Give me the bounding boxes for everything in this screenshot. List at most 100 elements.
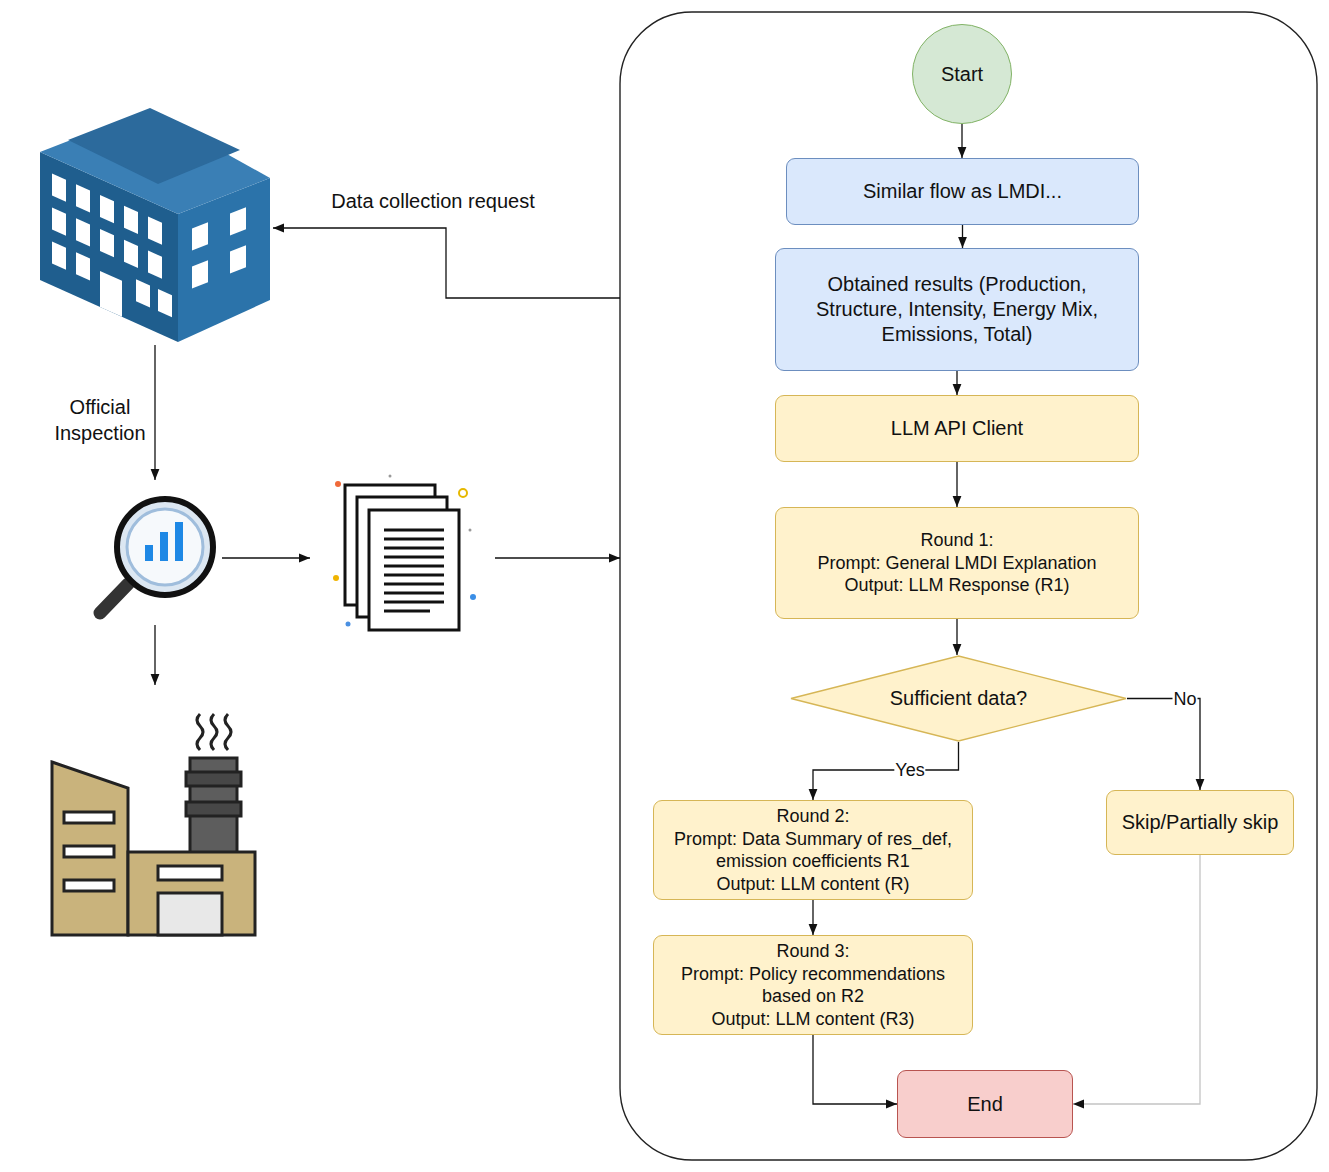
flow-connector (956, 462, 957, 507)
window (52, 241, 66, 269)
flow-connector (962, 225, 963, 248)
round-box: Round 3:Prompt: Policy recommendations b… (653, 935, 973, 1035)
sparkle (469, 529, 472, 532)
chimney-band (186, 772, 241, 786)
result-box: Obtained results (Production, Structure,… (775, 248, 1139, 371)
chart-bar (160, 532, 168, 561)
sparkle (333, 575, 339, 581)
smoke (225, 714, 231, 750)
decision-diamond: Sufficient data? (790, 655, 1127, 742)
magnifier-handle (100, 584, 128, 613)
page (369, 510, 459, 630)
magnifier-rim (117, 499, 213, 595)
smoke (211, 714, 217, 750)
window (148, 251, 162, 279)
round-box: Round 2:Prompt: Data Summary of res_def,… (653, 800, 973, 900)
documents-icon (333, 475, 476, 631)
door (100, 271, 122, 317)
node-text: Output: LLM content (R3) (711, 1008, 914, 1031)
process-box: LLM API Client (775, 395, 1139, 462)
node-text: Output: LLM content (R) (716, 873, 909, 896)
node-text: End (967, 1092, 1003, 1117)
factory-window (64, 880, 114, 891)
chart-bar (145, 545, 153, 561)
chimney-band (186, 802, 241, 816)
window (230, 245, 246, 273)
sparkle (335, 481, 341, 487)
node-text: Sufficient data? (890, 686, 1028, 711)
node-text: LLM API Client (891, 416, 1023, 441)
sparkle (459, 489, 467, 497)
sparkle (389, 475, 392, 478)
flow-connector (812, 900, 813, 935)
window (76, 252, 90, 280)
factory-window (64, 846, 114, 857)
flow-arrow (495, 557, 620, 558)
factory-tower (52, 762, 128, 935)
end-terminal: End (897, 1070, 1073, 1138)
factory-door (158, 893, 222, 935)
window (158, 289, 172, 317)
request-arrow (273, 228, 620, 298)
inspection-arrow (154, 345, 155, 480)
window (124, 206, 138, 234)
node-text: Skip/Partially skip (1122, 810, 1279, 835)
window (76, 218, 90, 246)
smoke (197, 714, 203, 750)
diamond-shape (791, 656, 1126, 741)
chart-bar (175, 522, 183, 561)
flow-connector (1127, 699, 1200, 791)
flow-arrow (154, 625, 155, 685)
sparkle (346, 622, 351, 627)
flow-connector (956, 619, 957, 655)
window (52, 173, 66, 201)
node-text: Output: LLM Response (R1) (844, 574, 1069, 597)
window (52, 207, 66, 235)
sparkle (470, 594, 476, 600)
arrow-label: Data collection request (300, 188, 566, 214)
node-text: Prompt: General LMDI Explanation (817, 552, 1096, 575)
flow-connector (813, 742, 959, 800)
inspection-magnifier-icon (100, 499, 213, 613)
node-text: Start (941, 62, 983, 87)
building-windows-front (52, 173, 172, 339)
node-text: Prompt: Policy recommendations based on … (658, 963, 968, 1008)
magnifier-lens (127, 509, 203, 585)
window (230, 207, 246, 235)
window (76, 184, 90, 212)
edge-label: No (1172, 689, 1197, 709)
office-building-icon (40, 108, 270, 342)
arrow-label: Official Inspection (40, 394, 160, 446)
node-heading: Round 1: (920, 529, 993, 552)
building-roof-block (68, 108, 240, 184)
factory-hall (128, 852, 255, 935)
flow-connector (813, 1035, 897, 1104)
node-text: Similar flow as LMDI... (863, 179, 1062, 204)
process-box: Similar flow as LMDI... (786, 158, 1139, 225)
window (124, 240, 138, 268)
factory-icon (52, 714, 255, 935)
edge-label: Yes (894, 760, 925, 780)
process-container (620, 12, 1317, 1160)
skip-box: Skip/Partially skip (1106, 790, 1294, 855)
flow-arrow (222, 557, 310, 558)
building-windows-side (192, 207, 246, 288)
window (148, 217, 162, 245)
round-box: Round 1:Prompt: General LMDI Explanation… (775, 507, 1139, 619)
window (100, 229, 114, 257)
factory-window (158, 866, 222, 880)
text-lines (384, 530, 444, 611)
window (192, 260, 208, 288)
window (192, 222, 208, 250)
start-terminal: Start (912, 24, 1012, 124)
node-text: Obtained results (Production, Structure,… (793, 272, 1121, 347)
node-heading: Round 2: (776, 805, 849, 828)
window (136, 279, 150, 307)
window (100, 195, 114, 223)
factory-window (64, 812, 114, 823)
node-heading: Round 3: (776, 940, 849, 963)
flow-connector (1073, 855, 1200, 1104)
flow-connector (961, 124, 962, 158)
